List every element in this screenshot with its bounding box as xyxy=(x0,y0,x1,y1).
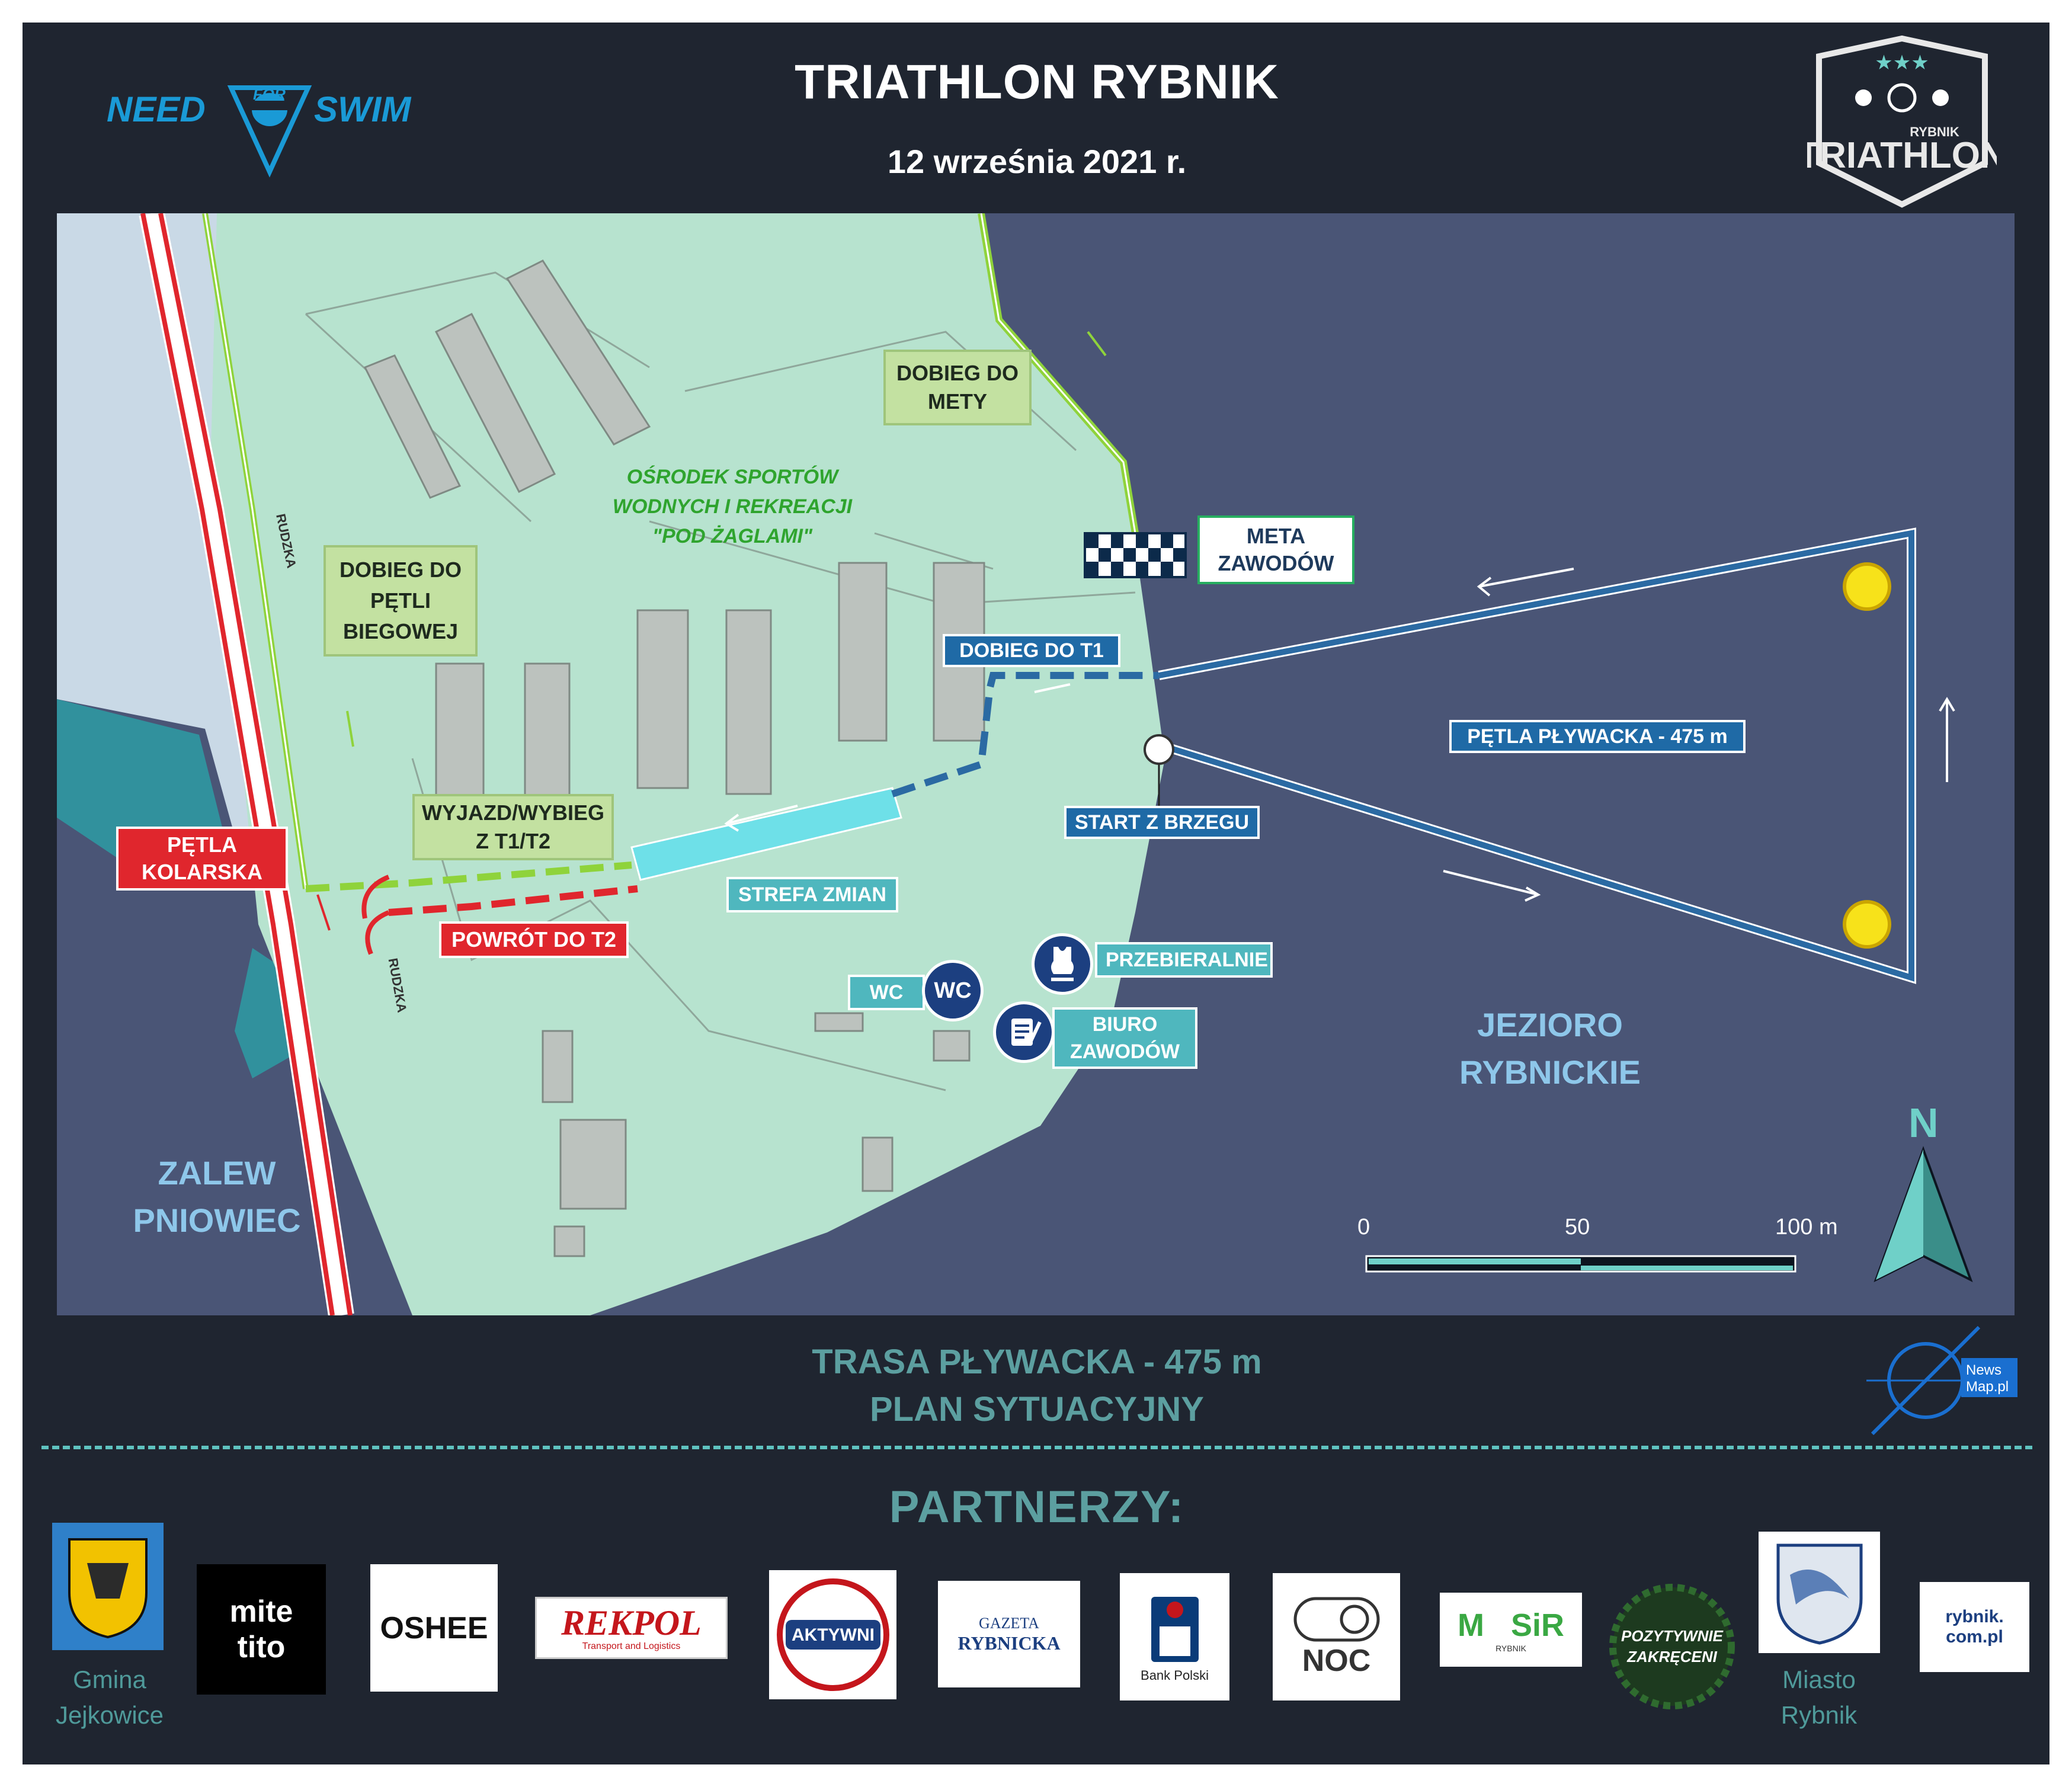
reservoir-name: ZALEW PNIOWIEC xyxy=(133,1154,301,1239)
direction-arrow xyxy=(1034,683,1071,693)
partners-heading: PARTNERZY: xyxy=(889,1482,1185,1532)
swim-loop-label: PĘTLA PŁYWACKA - 475 m xyxy=(1449,720,1746,753)
svg-text:ZAKRĘCENI: ZAKRĘCENI xyxy=(1626,1648,1717,1666)
building xyxy=(435,662,485,807)
course-map: RUDZKA RUDZKA DOBIEG DO METY OŚRODEK SPO… xyxy=(57,213,2015,1315)
svg-text:TRIATHLON: TRIATHLON xyxy=(1807,135,1997,176)
building xyxy=(862,1136,894,1192)
changing-room-icon xyxy=(1032,933,1093,995)
building xyxy=(636,609,689,789)
newsmap-logo: News Map.pl xyxy=(1860,1321,2020,1440)
building xyxy=(725,609,772,795)
footer-subtitle: PLAN SYTUACYJNY xyxy=(870,1390,1204,1429)
start-marker xyxy=(1144,734,1174,765)
noc-logo: NOC xyxy=(1273,1573,1400,1700)
race-office-icon xyxy=(993,1001,1055,1063)
bike-loop-label: PĘTLA KOLARSKA xyxy=(116,827,288,891)
rekpol-logo: REKPOL Transport and Logistics xyxy=(535,1597,728,1659)
pozytywnie-zakreceni-logo: POZYTYWNIE ZAKRĘCENI xyxy=(1609,1582,1736,1711)
transition-zone-label: STREFA ZMIAN xyxy=(726,877,898,912)
finish-flag-icon xyxy=(1084,532,1187,578)
building xyxy=(505,260,651,446)
oshee-logo: OSHEE xyxy=(370,1564,498,1692)
svg-text:Map.pl: Map.pl xyxy=(1966,1379,2009,1395)
logo-swim-text: SWIM xyxy=(314,89,411,129)
start-label: START Z BRZEGU xyxy=(1064,806,1260,839)
buoy xyxy=(1843,562,1891,611)
wc-icon: WC xyxy=(922,960,984,1021)
building xyxy=(814,1012,864,1032)
building xyxy=(434,312,556,494)
event-date: 12 września 2021 r. xyxy=(887,143,1187,180)
building xyxy=(838,562,888,742)
finish-label: META ZAWODÓW xyxy=(1197,515,1354,584)
rybnik-caption: Miasto Rybnik xyxy=(1780,1666,1858,1729)
exit-route xyxy=(305,862,632,892)
svg-text:AKTYWNI: AKTYWNI xyxy=(792,1625,875,1645)
logo-need-text: NEED xyxy=(107,89,206,129)
north-label: N xyxy=(1908,1100,1939,1146)
building xyxy=(524,662,571,807)
run-loop-approach-label: DOBIEG DO PĘTLI BIEGOWEJ xyxy=(324,545,478,656)
return-route xyxy=(388,885,638,916)
finish-approach-label: DOBIEG DO METY xyxy=(883,350,1032,425)
need-for-swim-logo: NEED FOR SWIM xyxy=(107,77,438,178)
rybnik-com-pl-logo: rybnik. com.pl xyxy=(1920,1582,2029,1672)
transition-zone xyxy=(630,787,902,881)
svg-text:RYBNIK: RYBNIK xyxy=(1910,124,1959,139)
wc-label: WC xyxy=(848,975,925,1010)
return-t2-label: POWRÓT DO T2 xyxy=(439,921,629,958)
swimmer-icon xyxy=(227,85,312,178)
changing-room-label: PRZEBIERALNIE xyxy=(1095,942,1273,978)
mosir-logo: M SiR RYBNIK xyxy=(1440,1593,1582,1667)
scale-label-0: 0 xyxy=(1357,1215,1370,1240)
buoy xyxy=(1843,900,1891,949)
svg-text:★★★: ★★★ xyxy=(1875,51,1929,75)
triathlon-rybnik-emblem: ★★★ RYBNIK TRIATHLON xyxy=(1797,33,2007,210)
sports-center-label: OŚRODEK SPORTÓW WODNYCH I REKREACJI "POD… xyxy=(612,466,853,547)
run-to-t1-label: DOBIEG DO T1 xyxy=(943,634,1120,667)
swim-loop xyxy=(1158,529,1914,982)
jejkowice-caption: Gmina Jejkowice xyxy=(55,1666,164,1729)
direction-arrow xyxy=(346,710,354,747)
map-base xyxy=(57,213,2015,1315)
race-office-label: BIURO ZAWODÓW xyxy=(1052,1007,1197,1069)
jejkowice-coat-of-arms xyxy=(52,1523,164,1650)
road-rudzka xyxy=(139,213,354,1315)
gazeta-rybnicka-logo: GAZETA RYBNICKA xyxy=(938,1581,1080,1687)
lake-name: JEZIORO RYBNICKIE xyxy=(1459,1006,1641,1091)
direction-arrow xyxy=(1478,568,1574,588)
exit-label: WYJAZD/WYBIEG Z T1/T2 xyxy=(412,794,614,860)
rybnik-coat-of-arms xyxy=(1759,1532,1880,1653)
aktywni-logo: AKTYWNI xyxy=(769,1570,896,1699)
scale-label-50: 50 xyxy=(1565,1215,1590,1240)
building xyxy=(559,1119,627,1210)
direction-arrow xyxy=(726,805,798,825)
pko-bank-polski-logo: Bank Polski xyxy=(1120,1573,1229,1700)
page-title: TRIATHLON RYBNIK xyxy=(795,55,1279,109)
direction-arrow xyxy=(1087,331,1107,357)
divider xyxy=(41,1446,2032,1449)
building xyxy=(553,1225,585,1257)
return-arrow xyxy=(361,875,390,919)
footer-title: TRASA PŁYWACKA - 475 m xyxy=(812,1343,1262,1381)
building xyxy=(363,354,462,499)
direction-arrow xyxy=(316,894,331,931)
building xyxy=(542,1030,574,1103)
logo-for-text: FOR xyxy=(253,85,286,103)
svg-text:POZYTYWNIE: POZYTYWNIE xyxy=(1621,1627,1724,1645)
scale-label-100: 100 m xyxy=(1775,1215,1838,1240)
building xyxy=(933,1030,971,1062)
svg-text:News: News xyxy=(1966,1362,2001,1378)
direction-arrow xyxy=(1443,870,1539,896)
